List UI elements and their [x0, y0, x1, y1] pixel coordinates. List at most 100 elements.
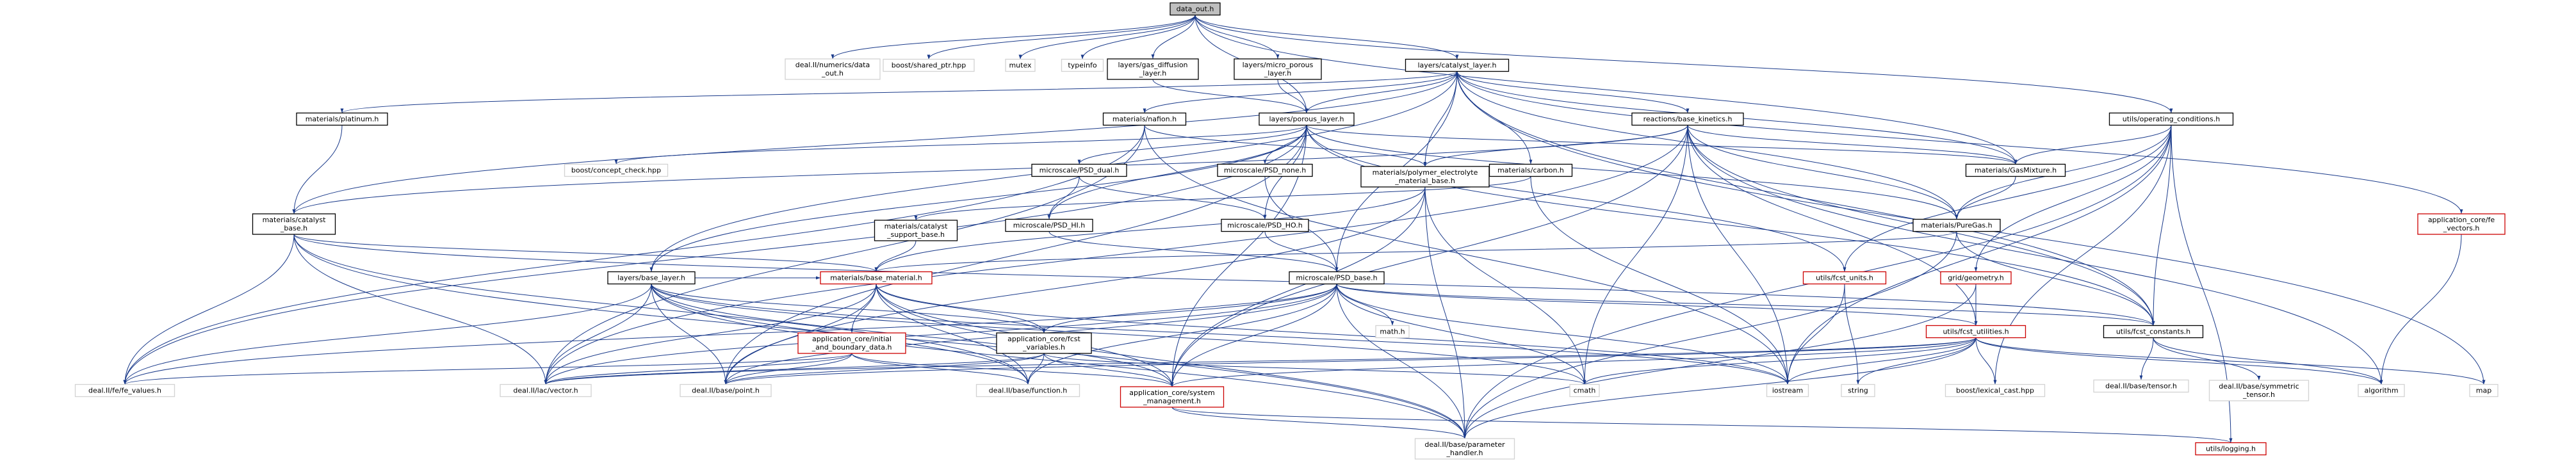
- node-materials-nafion[interactable]: materials/nafion.h: [1102, 112, 1187, 126]
- node-box: [2208, 380, 2310, 401]
- node-deal-base-function[interactable]: deal.II/base/function.h: [975, 383, 1080, 398]
- node-deal-lac-vector[interactable]: deal.II/lac/vector.h: [500, 383, 592, 398]
- node-label: _layer.h: [1139, 69, 1167, 77]
- node-boost-shared-ptr[interactable]: boost/shared_ptr.hpp: [883, 58, 975, 72]
- node-algorithm[interactable]: algorithm: [2358, 383, 2405, 398]
- edge-application-core-initial-boundary-to-deal-base-function: [851, 353, 1030, 385]
- edge-layers-catalyst-layer-to-application-core-fe-vectors: [1456, 71, 2463, 214]
- edge-microscale-psd-hi-to-microscale-psd-base: [1048, 231, 1339, 272]
- node-materials-puregas[interactable]: materials/PureGas.h: [1912, 218, 2001, 232]
- node-materials-platinum[interactable]: materials/platinum.h: [296, 112, 388, 126]
- node-box: [1259, 112, 1355, 126]
- node-layers-catalyst-layer[interactable]: layers/catalyst_layer.h: [1405, 58, 1510, 72]
- node-deal-base-tensor[interactable]: deal.II/base/tensor.h: [2093, 379, 2189, 393]
- node-label: materials/base_material.h: [830, 274, 922, 282]
- node-label: deal.II/base/symmetric: [2219, 382, 2299, 391]
- node-microscale-psd-hi[interactable]: microscale/PSD_HI.h: [1005, 218, 1093, 232]
- node-deal-base-point[interactable]: deal.II/base/point.h: [680, 383, 772, 398]
- node-reactions-base-kinetics[interactable]: reactions/base_kinetics.h: [1631, 112, 1744, 126]
- node-application-core-fcst-variables[interactable]: application_core/fcst_variables.h: [996, 332, 1092, 354]
- node-deal-base-symmetric-tensor[interactable]: deal.II/base/symmetric_tensor.h: [2208, 380, 2310, 401]
- node-application-core-initial-boundary[interactable]: application_core/initial_and_boundary_da…: [797, 332, 906, 354]
- node-box: [2108, 112, 2234, 126]
- edge-layers-gas-diffusion-to-layers-porous-layer: [1152, 79, 1308, 113]
- node-utils-fcst-utilities[interactable]: utils/fcst_utilities.h: [1925, 325, 2026, 339]
- node-mutex[interactable]: mutex: [1005, 58, 1036, 72]
- node-application-core-system-management[interactable]: application_core/system_management.h: [1120, 386, 1225, 408]
- node-math-h[interactable]: math.h: [1375, 325, 1410, 339]
- node-layers-micro-porous[interactable]: layers/micro_porous_layer.h: [1234, 58, 1322, 80]
- node-application-core-fe-vectors[interactable]: application_core/fe_vectors.h: [2417, 213, 2506, 235]
- node-map[interactable]: map: [2469, 383, 2499, 398]
- node-materials-catalyst-base[interactable]: materials/catalyst_base.h: [252, 213, 336, 235]
- node-box: [1944, 383, 2046, 398]
- node-layers-gas-diffusion[interactable]: layers/gas_diffusion_layer.h: [1107, 58, 1199, 80]
- node-box: [2195, 442, 2267, 456]
- node-materials-carbon[interactable]: materials/carbon.h: [1488, 163, 1573, 177]
- edge-layers-micro-porous-to-layers-porous-layer: [1277, 79, 1308, 113]
- node-microscale-psd-none[interactable]: microscale/PSD_none.h: [1217, 163, 1313, 177]
- node-materials-gasmixture[interactable]: materials/GasMixture.h: [1965, 163, 2066, 177]
- node-box: [1405, 58, 1510, 72]
- node-utils-fcst-units[interactable]: utils/fcst_units.h: [1802, 271, 1887, 285]
- node-label: application_core/fcst: [1007, 335, 1080, 343]
- edge-materials-platinum-to-materials-catalyst-base: [292, 125, 343, 214]
- node-box: [1375, 325, 1410, 339]
- node-materials-polymer-electrolyte[interactable]: materials/polymer_electrolyte_material_b…: [1360, 166, 1490, 188]
- node-label: mutex: [1009, 61, 1032, 70]
- edge-application-core-fcst-variables-to-cmath: [1043, 353, 1586, 385]
- node-label: deal.II/lac/vector.h: [513, 387, 578, 395]
- node-box: [1841, 383, 1875, 398]
- edge-utils-fcst-utilities-to-boost-lexical-cast: [1975, 337, 1997, 385]
- node-materials-catalyst-support-base[interactable]: materials/catalyst_support_base.h: [874, 220, 958, 241]
- node-box: [1234, 58, 1322, 80]
- node-box: [1102, 112, 1187, 126]
- node-boost-lexical-cast[interactable]: boost/lexical_cast.hpp: [1944, 383, 2046, 398]
- node-box: [1120, 386, 1225, 408]
- node-label: _support_base.h: [886, 230, 945, 239]
- node-boost-concept-check[interactable]: boost/concept_check.hpp: [564, 163, 669, 177]
- node-deal-fe-values[interactable]: deal.II/fe/fe_values.h: [74, 383, 175, 398]
- node-microscale-psd-dual[interactable]: microscale/PSD_dual.h: [1031, 163, 1127, 177]
- node-label: reactions/base_kinetics.h: [1643, 115, 1732, 124]
- node-label: deal.II/base/point.h: [692, 387, 760, 395]
- node-microscale-psd-ho[interactable]: microscale/PSD_HO.h: [1221, 218, 1309, 232]
- node-cmath[interactable]: cmath: [1569, 383, 1600, 398]
- node-iostream[interactable]: iostream: [1766, 383, 1809, 398]
- node-label: math.h: [1380, 328, 1405, 336]
- edge-microscale-psd-dual-to-microscale-psd-hi: [1047, 176, 1080, 220]
- node-utils-logging[interactable]: utils/logging.h: [2195, 442, 2267, 456]
- node-string[interactable]: string: [1841, 383, 1875, 398]
- node-label: microscale/PSD_dual.h: [1039, 166, 1120, 175]
- node-label: _management.h: [1143, 397, 1201, 405]
- edge-reactions-base-kinetics-to-materials-gasmixture: [1687, 125, 2018, 165]
- node-label: string: [1848, 387, 1868, 395]
- node-layers-porous-layer[interactable]: layers/porous_layer.h: [1259, 112, 1355, 126]
- edge-materials-polymer-electrolyte-to-deal-base-parameter-handler: [1424, 186, 1467, 439]
- node-layers-base-layer[interactable]: layers/base_layer.h: [607, 271, 696, 285]
- node-deal-numerics-dataout[interactable]: deal.II/numerics/data_out.h: [785, 58, 881, 80]
- node-utils-operating-conditions[interactable]: utils/operating_conditions.h: [2108, 112, 2234, 126]
- edge-materials-catalyst-support-base-to-materials-base-material: [874, 240, 917, 272]
- edge-utils-fcst-utilities-to-map: [1975, 337, 2486, 385]
- edge-layers-catalyst-layer-to-materials-catalyst-base: [292, 71, 1458, 214]
- node-label: materials/carbon.h: [1497, 166, 1564, 175]
- edge-materials-catalyst-base-to-materials-base-material: [293, 234, 878, 272]
- node-box: [2103, 325, 2204, 339]
- node-data-out[interactable]: data_out.h: [1170, 2, 1221, 16]
- node-materials-base-material[interactable]: materials/base_material.h: [820, 271, 933, 285]
- edge-materials-base-material-to-deal-base-function: [876, 284, 1030, 385]
- edge-layers-base-layer-to-cmath: [651, 284, 1586, 385]
- node-box: [2469, 383, 2499, 398]
- edge-layers-base-layer-to-deal-base-parameter-handler: [651, 284, 1467, 439]
- node-box: [1217, 163, 1313, 177]
- node-label: grid/geometry.h: [1948, 274, 2003, 282]
- node-typeinfo[interactable]: typeinfo: [1061, 58, 1104, 72]
- node-label: utils/fcst_utilities.h: [1943, 328, 2009, 336]
- node-deal-base-parameter-handler[interactable]: deal.II/base/parameter_handler.h: [1414, 438, 1515, 460]
- node-label: application_core/system: [1129, 389, 1214, 397]
- node-utils-fcst-constants[interactable]: utils/fcst_constants.h: [2103, 325, 2204, 339]
- edge-data-out-to-layers-gas-diffusion: [1151, 15, 1196, 60]
- node-microscale-psd-base[interactable]: microscale/PSD_base.h: [1289, 271, 1385, 285]
- node-grid-geometry[interactable]: grid/geometry.h: [1940, 271, 2012, 285]
